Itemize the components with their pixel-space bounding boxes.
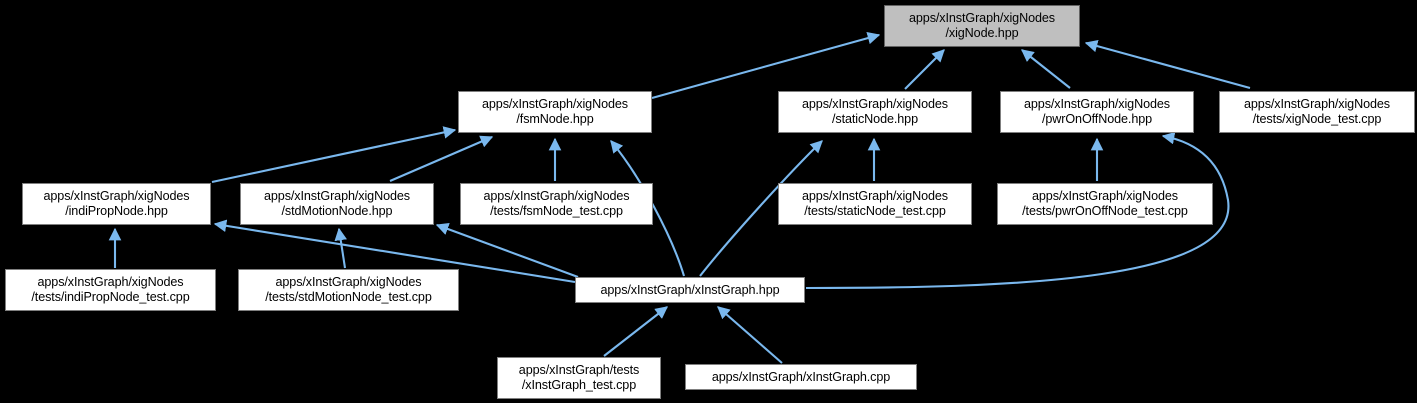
node-label-line2: /tests/pwrOnOffNode_test.cpp bbox=[1022, 204, 1188, 218]
node-label-line2: /tests/indiPropNode_test.cpp bbox=[31, 290, 190, 304]
node-label-line1: apps/xInstGraph/xigNodes bbox=[263, 189, 410, 203]
node-label-line1: apps/xInstGraph/xigNodes bbox=[275, 275, 422, 289]
edge-stdmotionnodetest-to-stdmotionnode bbox=[334, 227, 347, 269]
graph-node-stdMotionNode_test[interactable]: apps/xInstGraph/xigNodes/tests/stdMotion… bbox=[238, 269, 459, 311]
graph-node-xigNode_test[interactable]: apps/xInstGraph/xigNodes/tests/xigNode_t… bbox=[1219, 91, 1415, 133]
node-label-line1: apps/xInstGraph/xigNodes bbox=[483, 189, 630, 203]
node-label-line2: /tests/stdMotionNode_test.cpp bbox=[265, 290, 432, 304]
edge-pwronoffnode-to-xignode bbox=[1021, 49, 1071, 89]
node-label-line1: apps/xInstGraph/xigNodes bbox=[1023, 97, 1170, 111]
node-label-line1: apps/xInstGraph/xigNodes bbox=[1243, 97, 1390, 111]
node-label-line2: /fsmNode.hpp bbox=[516, 112, 594, 126]
graph-node-fsmNode[interactable]: apps/xInstGraph/xigNodes/fsmNode.hpp bbox=[458, 91, 652, 133]
graph-node-indiPropNode[interactable]: apps/xInstGraph/xigNodes/indiPropNode.hp… bbox=[22, 183, 211, 225]
node-label-line2: /staticNode.hpp bbox=[831, 112, 918, 126]
node-label-line1: apps/xInstGraph/xigNodes bbox=[801, 97, 948, 111]
node-label-line2: /tests/staticNode_test.cpp bbox=[804, 204, 946, 218]
node-label-line1: apps/xInstGraph/xigNodes bbox=[481, 97, 628, 111]
edge-xinstgraphtest-to-xinstgraphhpp bbox=[603, 306, 668, 357]
node-label-line2: /xigNode.hpp bbox=[945, 26, 1019, 40]
graph-node-indiPropNode_test[interactable]: apps/xInstGraph/xigNodes/tests/indiPropN… bbox=[5, 269, 216, 311]
edge-xinstgraphcpp-to-xinstgraphhpp bbox=[717, 306, 783, 364]
node-label-line1: apps/xInstGraph/xigNodes bbox=[801, 189, 948, 203]
node-label-line2: /stdMotionNode.hpp bbox=[281, 204, 393, 218]
node-label-line1: apps/xInstGraph/tests bbox=[518, 363, 640, 377]
node-label-line2: /xInstGraph_test.cpp bbox=[521, 378, 637, 392]
edge-indipropnode-to-fsmnode bbox=[211, 126, 457, 184]
node-label-line1: apps/xInstGraph/xigNodes bbox=[908, 11, 1055, 25]
node-label-line2: /tests/fsmNode_test.cpp bbox=[490, 204, 623, 218]
edge-stdmotionnode-to-fsmnode bbox=[389, 135, 494, 182]
node-label-line2: /indiPropNode.hpp bbox=[65, 204, 168, 218]
graph-node-xInstGraph_cpp[interactable]: apps/xInstGraph/xInstGraph.cpp bbox=[685, 364, 917, 390]
node-label-line2: /tests/xigNode_test.cpp bbox=[1252, 112, 1382, 126]
edge-xignodetest-to-xignode bbox=[1084, 39, 1251, 90]
edge-fsmnode-to-xignode bbox=[651, 31, 881, 100]
graph-node-xInstGraph_hpp[interactable]: apps/xInstGraph/xInstGraph.hpp bbox=[575, 277, 805, 303]
node-label-line2: /pwrOnOffNode.hpp bbox=[1041, 112, 1153, 126]
node-label-line1: apps/xInstGraph/xigNodes bbox=[37, 275, 184, 289]
node-label-line1: apps/xInstGraph/xInstGraph.hpp bbox=[600, 282, 780, 297]
graph-node-staticNode[interactable]: apps/xInstGraph/xigNodes/staticNode.hpp bbox=[778, 91, 972, 133]
node-label-line1: apps/xInstGraph/xInstGraph.cpp bbox=[711, 369, 891, 384]
graph-node-xInstGraph_test[interactable]: apps/xInstGraph/tests/xInstGraph_test.cp… bbox=[497, 357, 661, 399]
node-label-line1: apps/xInstGraph/xigNodes bbox=[1031, 189, 1178, 203]
graph-node-stdMotionNode[interactable]: apps/xInstGraph/xigNodes/stdMotionNode.h… bbox=[240, 183, 434, 225]
graph-node-staticNode_test[interactable]: apps/xInstGraph/xigNodes/tests/staticNod… bbox=[778, 183, 972, 225]
node-label-line1: apps/xInstGraph/xigNodes bbox=[43, 189, 190, 203]
edge-staticnode-to-xignode bbox=[904, 49, 945, 90]
graph-node-pwrOnOffNode[interactable]: apps/xInstGraph/xigNodes/pwrOnOffNode.hp… bbox=[1000, 91, 1194, 133]
graph-node-pwrOnOffNode_test[interactable]: apps/xInstGraph/xigNodes/tests/pwrOnOffN… bbox=[997, 183, 1213, 225]
graph-node-fsmNode_test[interactable]: apps/xInstGraph/xigNodes/tests/fsmNode_t… bbox=[460, 183, 653, 225]
graph-node-xigNode[interactable]: apps/xInstGraph/xigNodes/xigNode.hpp bbox=[884, 5, 1080, 47]
